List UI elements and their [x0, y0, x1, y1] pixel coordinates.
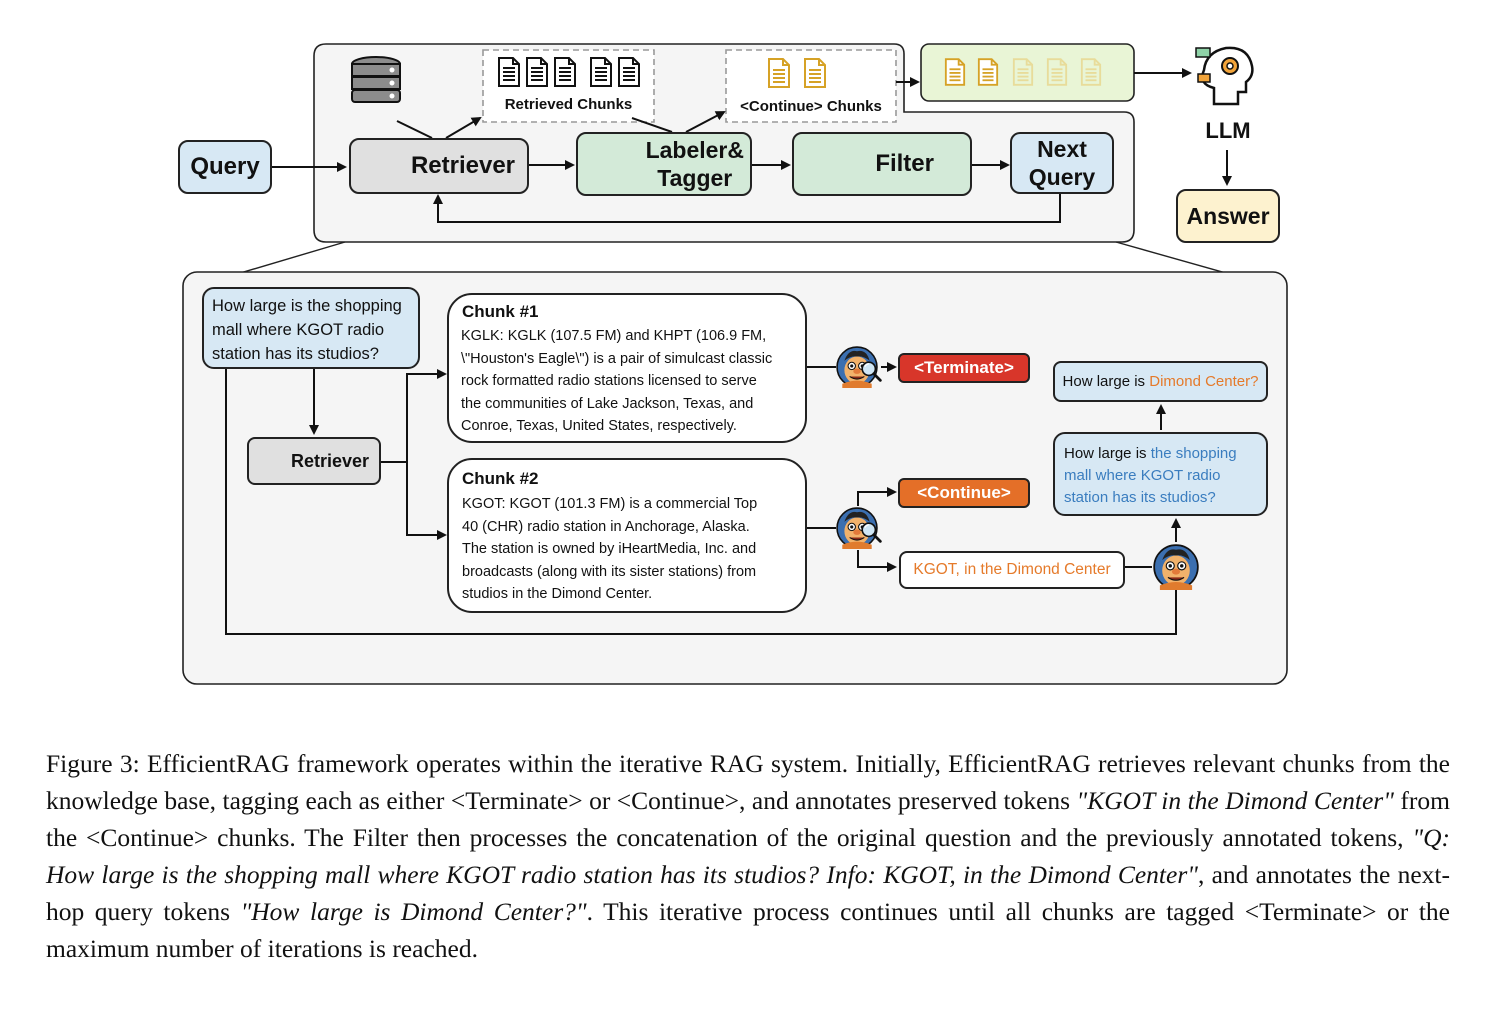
chunk2-title: Chunk #2	[462, 469, 539, 488]
arrow-labeler-continue	[685, 111, 726, 133]
query2-label: Query	[1028, 164, 1096, 190]
arrow-bot-continue	[857, 487, 897, 506]
caption-part: from the <Continue> chunks. The Filter t…	[46, 786, 1450, 852]
tagger-label: Tagger	[657, 165, 733, 191]
chunk1-text: KGLK: KGLK (107.5 FM) and KHPT (106.9 FM…	[461, 325, 801, 438]
doc-icon	[590, 57, 612, 87]
next-hop-prefix: How large is	[1062, 373, 1150, 390]
answer-label: Answer	[1186, 202, 1270, 229]
continue-tag-label: <Continue>	[917, 483, 1011, 502]
arrow-retriever-chunk1	[380, 369, 447, 463]
next-hop-highlight: Dimond Center?	[1149, 373, 1259, 390]
original-question-box: How large is the shopping mall where KGO…	[202, 287, 420, 369]
arrow-retriever-chunks	[445, 116, 482, 139]
retrieved-chunks-label: Retrieved Chunks	[504, 96, 633, 113]
doc-icon	[618, 57, 640, 87]
filter-q-prefix: How large is	[1064, 445, 1151, 462]
chunk2-line: 40 (CHR) radio station in Anchorage, Ala…	[462, 518, 750, 535]
chunk1-line: \"Houston's Eagle\") is a pair of simulc…	[461, 350, 773, 367]
chunk1-title: Chunk #1	[462, 302, 539, 321]
doc-icon	[498, 57, 520, 87]
doc-gold-icon	[804, 58, 826, 88]
chunk2-line: studios in the Dimond Center.	[462, 586, 653, 602]
annotated-tokens-label: KGOT, in the Dimond Center	[913, 561, 1111, 578]
chunk1-line: rock formatted radio stations licensed t…	[461, 373, 757, 389]
terminate-tag-label: <Terminate>	[914, 358, 1014, 377]
arrow-retriever-chunk2	[406, 462, 447, 540]
continue-chunks-label: <Continue> Chunks	[740, 98, 882, 115]
filter-q-highlight: the shopping	[1150, 445, 1237, 462]
terminate-tag: <Terminate>	[898, 353, 1030, 383]
line-loop-back	[225, 368, 1177, 635]
question-line2: mall where KGOT radio	[212, 321, 385, 339]
doc-icon	[554, 57, 576, 87]
next-query-node: Next Query	[1010, 132, 1114, 194]
chunk2-line: KGOT: KGOT (101.3 FM) is a commercial To…	[462, 496, 758, 512]
chunk2-text: KGOT: KGOT (101.3 FM) is a commercial To…	[462, 493, 802, 606]
doc-gold-icon	[944, 58, 966, 86]
line-chunks-labeler	[631, 117, 673, 133]
figure-caption: Figure 3: EfficientRAG framework operate…	[46, 745, 1450, 967]
filter-q-line2: mall where KGOT radio	[1064, 467, 1221, 484]
line-db-retriever	[396, 120, 433, 139]
chunk2-line: The station is owned by iHeartMedia, Inc…	[462, 541, 757, 557]
chunk1-line: the communities of Lake Jackson, Texas, …	[461, 395, 754, 412]
llm-label: LLM	[1205, 118, 1251, 143]
doc-gold-icon	[977, 58, 999, 86]
retriever-node: Retriever	[349, 138, 529, 194]
filter-bot-icon	[1153, 544, 1199, 590]
chunk1-line: KGLK: KGLK (107.5 FM) and KHPT (106.9 FM…	[461, 328, 767, 344]
caption-part: , and annotates the next-hop query token…	[46, 860, 1450, 926]
query-node: Query	[178, 140, 272, 194]
arrow-nextquery-loop	[433, 193, 1061, 223]
chunk2-box	[447, 458, 807, 613]
query-label: Query	[190, 153, 260, 180]
continue-tag: <Continue>	[898, 478, 1030, 508]
chunk1-box	[447, 293, 807, 443]
caption-italic: "Q: How large is the shopping mall where…	[46, 823, 1450, 889]
chunk2-line: broadcasts (along with its sister statio…	[462, 563, 757, 580]
arrow-bot-tokens	[857, 550, 897, 572]
doc-icon	[526, 57, 548, 87]
next-label: Next	[1037, 136, 1087, 162]
caption-italic: "How large is Dimond Center?"	[240, 897, 587, 926]
annotated-tokens-box: KGOT, in the Dimond Center	[899, 551, 1125, 589]
chunk1-line: Conroe, Texas, United States, respective…	[461, 418, 737, 434]
caption-part: . This iterative process continues until…	[46, 897, 1450, 963]
question-line3: station has its studios?	[212, 345, 379, 363]
filter-question-box: How large is the shopping mall where KGO…	[1053, 432, 1268, 516]
filter-node: Filter	[792, 132, 972, 196]
labeler-label: Labeler&	[645, 137, 744, 163]
bottom-retriever-label: Retriever	[290, 450, 369, 471]
filter-q-line3: station has its studios?	[1064, 489, 1216, 506]
database-icon	[351, 56, 401, 103]
doc-gold-icon	[768, 58, 790, 88]
llm-head-icon	[1195, 46, 1254, 106]
filter-label: Filter	[875, 150, 934, 177]
caption-italic: "KGOT in the Dimond Center"	[1076, 786, 1394, 815]
question-line1: How large is the shopping	[212, 297, 402, 315]
next-hop-query-box: How large is Dimond Center?	[1053, 361, 1268, 402]
answer-node: Answer	[1176, 189, 1280, 243]
retriever-label: Retriever	[410, 152, 515, 179]
labeler-tagger-node: Labeler& Tagger	[576, 132, 752, 196]
bottom-retriever-node: Retriever	[247, 437, 381, 485]
caption-part: Figure 3: EfficientRAG framework operate…	[46, 749, 1450, 815]
